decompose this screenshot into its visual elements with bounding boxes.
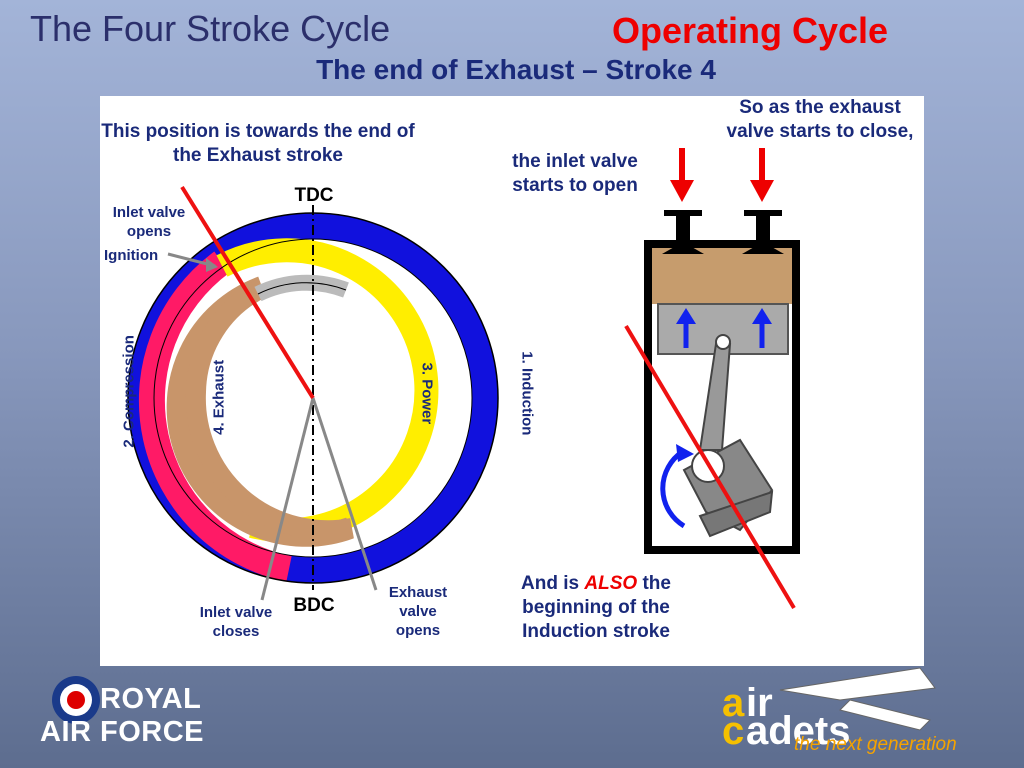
crank-position-line [180,185,315,400]
raf-wordmark-line2: AIR FORCE [40,716,204,748]
piston-arrow-right-head [752,308,772,324]
also-note: And is ALSO the beginning of the Inducti… [490,572,702,643]
svg-text:a: a [722,681,745,725]
exhaust-valve [742,210,784,254]
tdc-label: TDC [294,185,334,206]
rotation-arrow-head [676,444,694,462]
ignition-arrowhead [206,258,218,272]
piston-arrow-left-head [676,308,696,324]
inlet-valve-opens-label: Inlet valve opens [112,204,186,240]
bdc-label: BDC [293,595,335,616]
also-word: ALSO [584,573,638,594]
air-cadets-tagline: the next generation [794,734,957,755]
exhaust-close-note: So as the exhaust valve starts to close, [726,97,914,142]
power-stroke-label: 3. Power [418,362,436,425]
slide-title: The Four Stroke Cycle [30,8,391,49]
also-suffix: the beginning of the Induction stroke [522,573,671,642]
combustion-chamber [652,248,792,304]
svg-text:ir: ir [746,681,773,725]
raf-wordmark-line1: ROYAL [100,683,202,715]
air-cadets-logo: a ir c adets [722,667,936,750]
exhaust-arc-inner [185,279,354,541]
section-title: Operating Cycle [612,10,889,51]
ignition-label: Ignition [104,247,159,264]
compression-arc [138,251,292,582]
inlet-valve [662,210,704,254]
exhaust-open-pointer [311,397,378,591]
engine-position-line [624,324,796,610]
exhaust-stroke-label: 4. Exhaust [210,359,228,435]
also-prefix: And is [521,573,585,594]
exhaust-valve-stem-cap [744,210,782,216]
compression-stroke-label: 2. Compression [120,335,138,448]
inlet-open-note: the inlet valve starts to open [512,151,638,196]
inlet-valve-stem-cap [664,210,702,216]
inlet-close-pointer [260,397,315,601]
slide-subtitle: The end of Exhaust – Stroke 4 [316,54,716,85]
svg-text:adets: adets [746,709,851,750]
rotation-arrow [660,449,686,529]
exhaust-valve-opens-label: Exhaust valve opens [388,584,448,639]
induction-stroke-label: 1. Induction [518,351,536,436]
raf-roundel-icon [52,676,100,724]
inlet-valve-closes-label: Inlet valve closes [199,604,273,640]
induction-start-outline [257,282,347,295]
gudgeon-pin [715,334,731,350]
inlet-arrow-head [670,180,694,202]
svg-text:c: c [722,709,744,750]
position-note: This position is towards the end of the … [101,121,415,166]
exhaust-arrow-head [750,180,774,202]
